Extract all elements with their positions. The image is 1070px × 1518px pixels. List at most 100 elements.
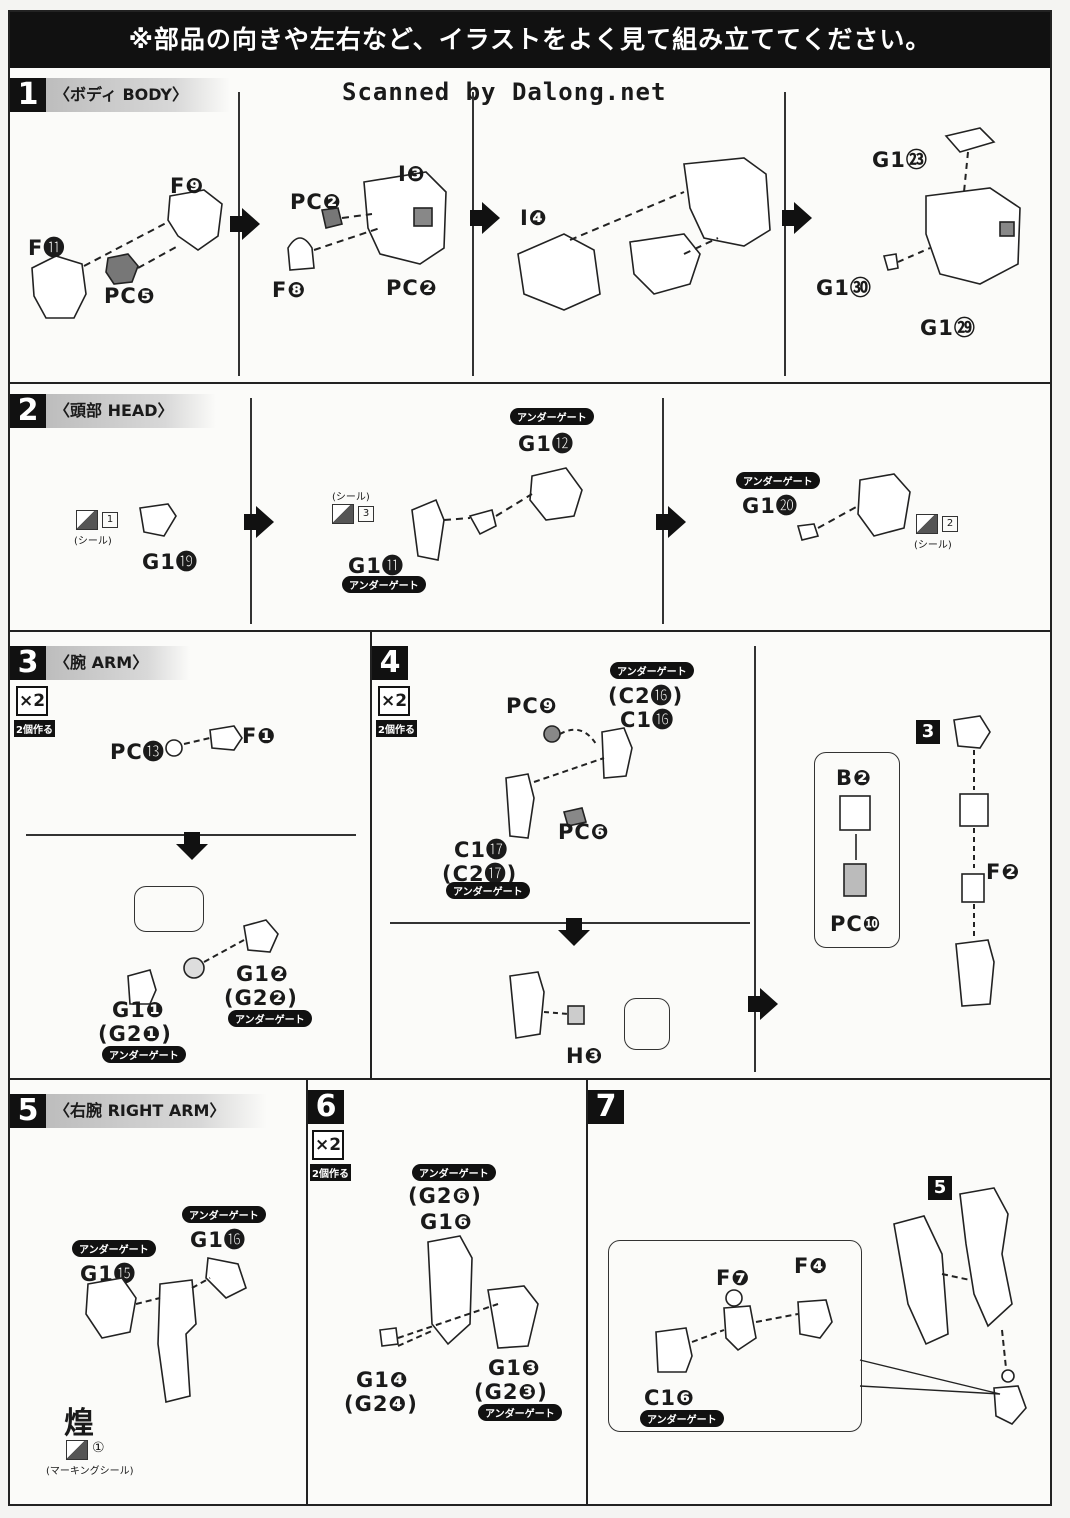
part-label: G1❶	[112, 998, 165, 1022]
sticker-number: 2	[942, 516, 958, 532]
part-illustration-arm-complete	[953, 715, 995, 1007]
part-label: (G2❶)	[98, 1022, 172, 1046]
sticker-number: 3	[358, 506, 374, 522]
part-label: C1⓰	[620, 708, 675, 732]
step-6-section: 6 ×2 2個作る アンダーゲート (G2❻) G1❻ G1❹ (G2❹) G1…	[308, 1080, 584, 1506]
part-illustration-face	[139, 503, 177, 537]
part-label: G1㉚	[816, 276, 872, 300]
detail-callout	[608, 1240, 862, 1432]
step-arrow	[244, 506, 274, 538]
step-5-section: 5 〈右腕 RIGHT ARM〉 アンダーゲート G1⓰ アンダーゲート G1⓯…	[10, 1080, 306, 1506]
part-illustration-hand	[655, 1289, 833, 1373]
instruction-page: ※部品の向きや左右など、イラストをよく見て組み立ててください。 Scanned …	[8, 10, 1052, 1506]
part-illustration-arm-joint	[127, 919, 279, 1005]
step-reference: 5	[928, 1176, 952, 1200]
step-reference: 3	[916, 720, 940, 744]
part-label: (G2❻)	[408, 1184, 482, 1208]
step-title: 〈ボディ BODY〉	[46, 78, 230, 112]
under-gate-tag: アンダーゲート	[610, 662, 694, 679]
under-gate-tag: アンダーゲート	[412, 1164, 496, 1181]
step-title: 〈右腕 RIGHT ARM〉	[46, 1094, 268, 1128]
detail-callout	[624, 998, 670, 1050]
part-label: PC❿	[830, 912, 882, 936]
part-label: G1❻	[420, 1210, 473, 1234]
sticker-icon	[916, 514, 938, 534]
under-gate-tag: アンダーゲート	[446, 882, 530, 899]
step-4-header: 4	[372, 646, 408, 680]
part-label: F❹	[794, 1254, 829, 1278]
step-arrow	[782, 202, 812, 234]
part-label: F❼	[716, 1266, 751, 1290]
quantity-note: 2個作る	[310, 1164, 351, 1181]
under-gate-tag: アンダーゲート	[102, 1046, 186, 1063]
under-gate-tag: アンダーゲート	[228, 1010, 312, 1027]
part-illustration-arm-final	[893, 1187, 1027, 1425]
part-label: G1⓬	[518, 432, 574, 456]
detail-callout	[814, 752, 900, 948]
part-illustration-elbow	[505, 725, 633, 839]
step-number: 7	[588, 1090, 624, 1124]
sticker-number: ①	[92, 1440, 105, 1456]
part-illustration-right-arm	[85, 1257, 247, 1403]
part-label: PC❺	[104, 284, 156, 308]
scan-credit: Scanned by Dalong.net	[342, 78, 667, 106]
step-number: 5	[10, 1094, 46, 1128]
part-label: H❸	[566, 1044, 604, 1068]
under-gate-tag: アンダーゲート	[478, 1404, 562, 1421]
part-label: F❶	[242, 724, 277, 748]
step-number: 2	[10, 394, 46, 428]
part-illustration-joint-detail	[839, 795, 871, 897]
step-title: 〈頭部 HEAD〉	[46, 394, 216, 428]
sticker-number: 1	[102, 512, 118, 528]
callout-pointer	[859, 1359, 1001, 1395]
part-label: F❾	[170, 174, 205, 198]
step-6-header: 6	[308, 1090, 344, 1124]
step-3-section: 3 〈腕 ARM〉 ×2 2個作る PC⓭ F❶	[10, 632, 368, 1078]
part-label: F❽	[272, 278, 307, 302]
part-label: G1㉓	[872, 148, 928, 172]
marking-seal-note: (マーキングシール)	[46, 1466, 134, 1477]
part-label: G1❷	[236, 962, 289, 986]
part-illustration-forearm	[509, 971, 585, 1039]
part-label: (C2⓰)	[608, 684, 684, 708]
under-gate-tag: アンダーゲート	[342, 576, 426, 593]
part-illustration-head-parts	[411, 467, 583, 561]
marking-kanji: 煌	[64, 1406, 95, 1441]
part-label: PC❾	[506, 694, 558, 718]
part-label: (G2❸)	[474, 1380, 548, 1404]
part-label: G1⓰	[190, 1228, 246, 1252]
under-gate-tag: アンダーゲート	[736, 472, 820, 489]
quantity-note: 2個作る	[14, 720, 55, 737]
part-illustration-torso-assembly	[517, 157, 771, 311]
seal-note: (シール)	[914, 540, 952, 551]
part-label: F❷	[986, 860, 1021, 884]
detail-callout	[134, 886, 204, 932]
part-label: C1❻	[644, 1386, 695, 1410]
sticker-icon	[76, 510, 98, 530]
part-label: PC❷	[290, 190, 342, 214]
step-5-header: 5 〈右腕 RIGHT ARM〉	[10, 1094, 268, 1128]
notice-banner: ※部品の向きや左右など、イラストをよく見て組み立ててください。	[10, 12, 1050, 68]
part-illustration-shoulder-armor	[379, 1235, 539, 1349]
under-gate-tag: アンダーゲート	[72, 1240, 156, 1257]
step-arrow	[470, 202, 500, 234]
part-label: G1❹	[356, 1368, 409, 1392]
part-label: G1⓴	[742, 494, 798, 518]
part-label: (G2❷)	[224, 986, 298, 1010]
quantity-note: 2個作る	[376, 720, 417, 737]
part-illustration-torso-front	[31, 189, 223, 319]
part-label: G1⓳	[142, 550, 198, 574]
quantity-badge: ×2	[378, 686, 410, 716]
row-steps-5-7: 5 〈右腕 RIGHT ARM〉 アンダーゲート G1⓰ アンダーゲート G1⓯…	[10, 1080, 1050, 1506]
step-number: 3	[10, 646, 46, 680]
part-illustration-torso-core	[287, 171, 447, 271]
step-number: 4	[372, 646, 408, 680]
under-gate-tag: アンダーゲート	[182, 1206, 266, 1223]
quantity-badge: ×2	[312, 1130, 344, 1160]
step-arrow	[748, 988, 778, 1020]
row-steps-3-4: 3 〈腕 ARM〉 ×2 2個作る PC⓭ F❶	[10, 632, 1050, 1080]
seal-note: (シール)	[332, 492, 370, 503]
part-label: (G2❹)	[344, 1392, 418, 1416]
part-label: G1㉙	[920, 316, 976, 340]
part-label: G1⓫	[348, 554, 404, 578]
